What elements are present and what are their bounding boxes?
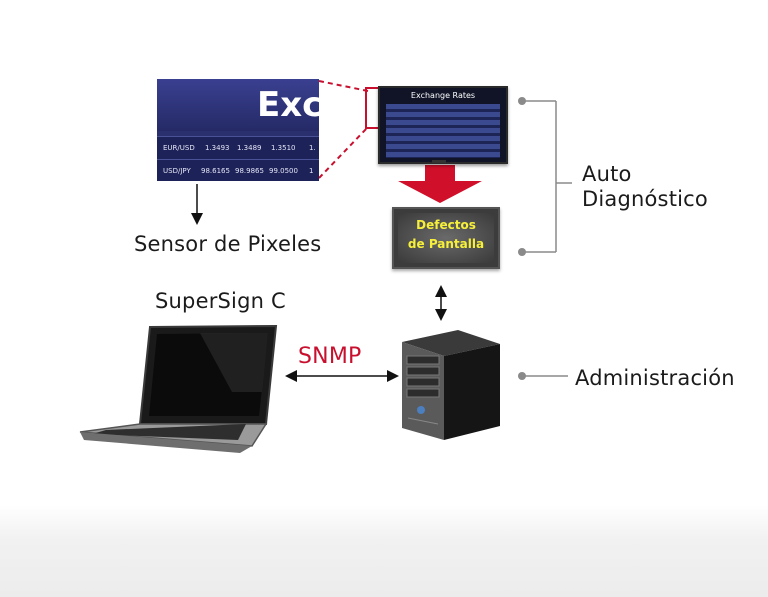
zoom-cell: 98.6165 (201, 167, 230, 175)
supersign-label: SuperSign C (155, 289, 286, 313)
defect-flow-arrow (398, 165, 482, 203)
bracket-dot-bottom (518, 248, 526, 256)
zoom-cell: 1 (309, 167, 314, 175)
zoom-cell: 99.0500 (269, 167, 298, 175)
monitor-stand (432, 160, 446, 163)
defect-screen: Defectos de Pantalla (392, 207, 500, 269)
zoom-cell: USD/JPY (163, 167, 191, 175)
defect-line1: Defectos (416, 218, 476, 232)
admin-dot (518, 372, 526, 380)
zoom-cell: 1. (309, 144, 316, 152)
auto-label-line2: Diagnóstico (582, 187, 708, 211)
zoom-cell: EUR/USD (163, 144, 195, 152)
server-illustration (402, 330, 500, 440)
zoom-heading: Exch (257, 85, 319, 125)
bracket-dot-top (518, 97, 526, 105)
zoom-cell: 98.9865 (235, 167, 264, 175)
auto-bracket (523, 100, 572, 253)
zoomed-exchange-panel: Exch EUR/USD 1.3493 1.3489 1.3510 1. USD… (157, 79, 319, 181)
zoom-cell: 1.3489 (237, 144, 262, 152)
defect-line2: de Pantalla (407, 237, 485, 251)
sensor-label: Sensor de Pixeles (134, 232, 322, 256)
monitor-rate-grid (386, 104, 500, 158)
laptop-illustration (79, 324, 278, 453)
zoom-row-eurusd: EUR/USD 1.3493 1.3489 1.3510 1. (157, 136, 319, 159)
zoom-callout-bottom (318, 126, 369, 179)
zoom-callout-top (318, 80, 369, 92)
admin-label: Administración (575, 366, 735, 390)
zoom-row-usdjpy: USD/JPY 98.6165 98.9865 99.0500 1 (157, 159, 319, 181)
snmp-label: SNMP (298, 344, 362, 369)
zoom-cell: 1.3493 (205, 144, 230, 152)
zoom-cell: 1.3510 (271, 144, 296, 152)
auto-label-line1: Auto (582, 162, 632, 186)
monitor-title: Exchange Rates (410, 91, 476, 100)
exchange-rates-monitor: Exchange Rates (378, 86, 508, 164)
